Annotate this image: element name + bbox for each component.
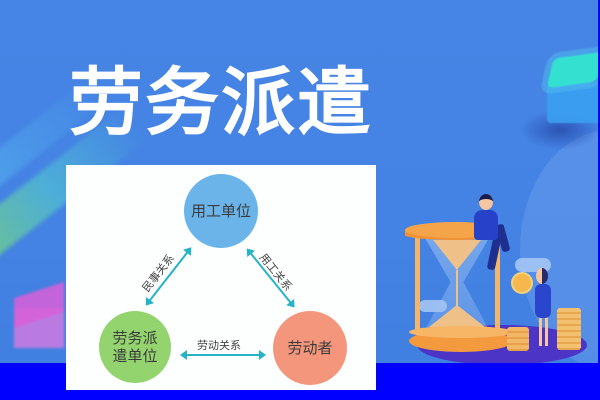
woman-with-coin-icon	[545, 316, 548, 346]
relationship-diagram: 民事关系 用工关系 劳动关系 用工单位 劳务派 遣单位 劳动者	[66, 165, 376, 390]
coin-stack-icon	[557, 308, 581, 350]
page-title: 劳务派遣	[69, 60, 373, 146]
node-agency-label-line1: 劳务派	[112, 329, 158, 347]
double-arrow-icon	[180, 350, 266, 360]
coin-stack-icon	[507, 327, 529, 351]
pink-cube-icon	[8, 281, 64, 350]
sand-shape	[456, 270, 458, 310]
hourglass-post	[495, 238, 500, 330]
coin-icon	[511, 272, 533, 294]
node-dispatch-agency: 劳务派 遣单位	[99, 311, 171, 383]
hourglass-post	[415, 238, 420, 330]
hourglass-base	[409, 326, 513, 338]
relation-label-employment: 用工关系	[256, 251, 295, 294]
teal-cube-icon	[545, 51, 600, 125]
node-agency-label-line2: 遣单位	[112, 347, 158, 365]
node-worker-label: 劳动者	[287, 339, 333, 357]
sitting-man-icon	[479, 194, 493, 210]
woman-with-coin-icon	[536, 268, 548, 284]
node-employer: 用工单位	[184, 174, 258, 248]
woman-with-coin-icon	[539, 316, 542, 346]
relation-label-labor: 劳动关系	[197, 339, 241, 352]
node-employer-label: 用工单位	[190, 202, 251, 220]
cloud-icon	[419, 300, 447, 312]
hourglass-illustration	[395, 180, 600, 365]
woman-with-coin-icon	[535, 284, 551, 318]
node-worker: 劳动者	[273, 311, 347, 385]
right-edge-band	[598, 0, 600, 400]
sitting-man-icon	[474, 210, 498, 240]
